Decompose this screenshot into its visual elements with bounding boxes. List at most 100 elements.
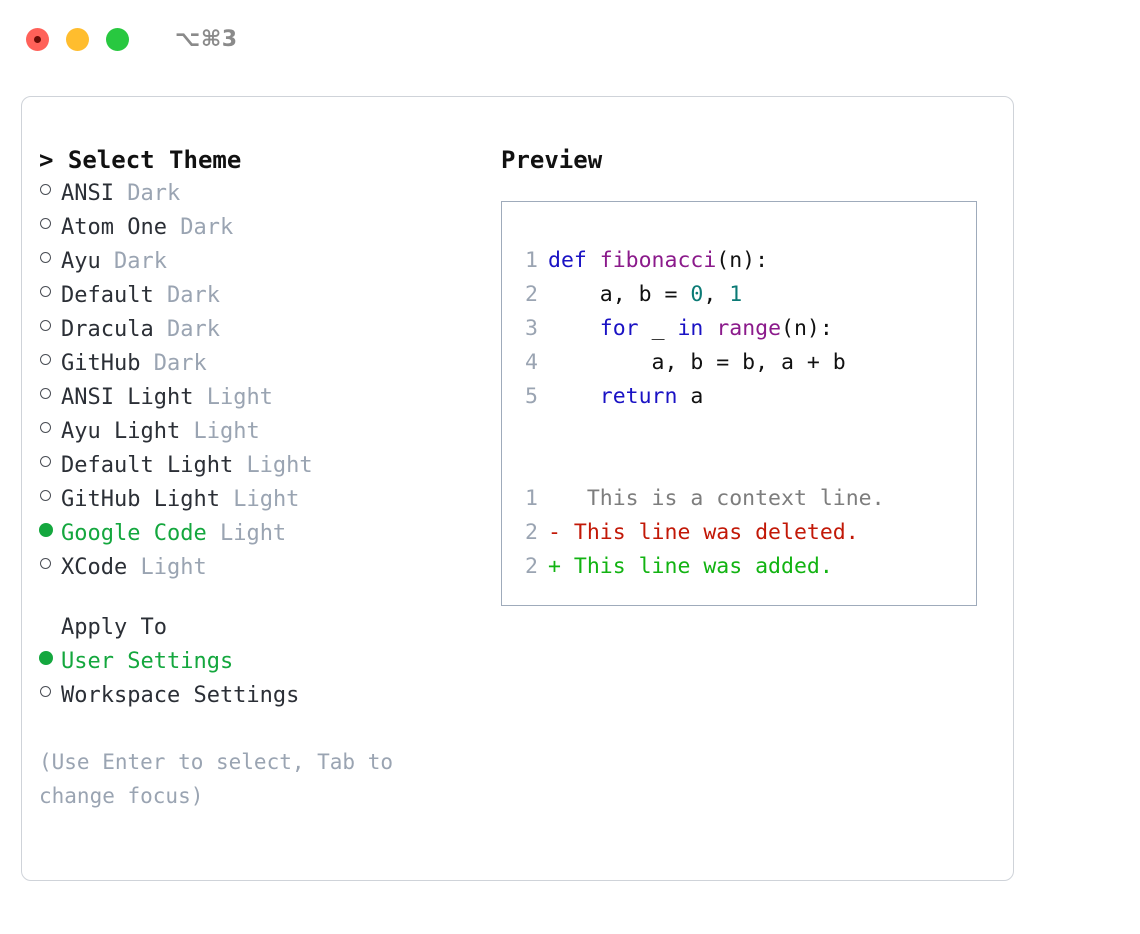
radio-dot <box>40 490 51 501</box>
code-line-text: return a <box>548 380 704 414</box>
page-title: > Select Theme <box>39 143 487 177</box>
theme-variant-badge: Dark <box>166 283 220 308</box>
diff-line: 1 This is a context line. <box>502 482 976 516</box>
theme-option-label: XCode <box>61 555 128 580</box>
theme-option[interactable]: Default Light Light <box>39 449 487 483</box>
diff-line: 2+ This line was added. <box>502 550 976 584</box>
code-token-kw: in <box>677 316 704 341</box>
code-token-num: 1 <box>729 282 743 307</box>
line-number: 1 <box>525 248 538 273</box>
line-number: 5 <box>525 384 538 409</box>
apply-to-option[interactable]: User Settings <box>39 645 487 679</box>
diff-line-text: + This line was added. <box>548 550 833 584</box>
theme-option[interactable]: Google Code Light <box>39 517 487 551</box>
line-number: 2 <box>525 520 538 545</box>
window-controls <box>26 27 129 51</box>
code-token-pl: , <box>703 282 730 307</box>
theme-option-label: Ayu <box>61 249 101 274</box>
code-token-kw: return <box>599 384 678 409</box>
space <box>180 415 193 449</box>
code-token-pl <box>548 384 600 409</box>
radio-dot <box>40 354 51 365</box>
code-line: 2 a, b = 0, 1 <box>502 278 976 312</box>
theme-variant-badge: Light <box>140 555 207 580</box>
theme-option[interactable]: ANSI Light Light <box>39 381 487 415</box>
apply-to-title: Apply To <box>61 615 167 640</box>
theme-variant-badge: Light <box>206 385 273 410</box>
space <box>140 347 153 381</box>
code-line-text: def fibonacci(n): <box>548 244 768 278</box>
apply-to-option-label: Workspace Settings <box>61 683 300 708</box>
code-line-text: a, b = 0, 1 <box>548 278 742 312</box>
radio-dot <box>40 252 51 263</box>
diff-sign <box>548 486 561 511</box>
space <box>114 177 127 211</box>
theme-option[interactable]: GitHub Light Light <box>39 483 487 517</box>
line-number: 4 <box>525 350 538 375</box>
spacer <box>39 585 487 611</box>
titlebar: ⌥⌘3 <box>0 0 1140 78</box>
radio-dot <box>40 286 51 297</box>
diff-sign: - <box>548 520 561 545</box>
code-line: 4 a, b = b, a + b <box>502 346 976 380</box>
code-token-kw: for <box>599 316 639 341</box>
space <box>167 211 180 245</box>
code-token-pl: a, b = b, a + b <box>548 350 846 375</box>
maximize-button[interactable] <box>106 27 129 51</box>
theme-variant-badge: Light <box>246 453 313 478</box>
theme-option[interactable]: Default Dark <box>39 279 487 313</box>
diff-body: This line was deleted. <box>560 520 859 545</box>
radio-dot <box>39 523 53 537</box>
page-title-text: Select Theme <box>67 146 242 174</box>
close-button[interactable] <box>26 27 49 51</box>
radio-dot <box>40 558 51 569</box>
code-token-pl: (n): <box>781 316 833 341</box>
radio-dot <box>40 388 51 399</box>
radio-dot <box>40 456 51 467</box>
apply-to-option-label: User Settings <box>61 649 234 674</box>
theme-option[interactable]: Dracula Dark <box>39 313 487 347</box>
theme-option[interactable]: GitHub Dark <box>39 347 487 381</box>
theme-option-label: Dracula <box>61 317 154 342</box>
code-token-pl <box>703 316 716 341</box>
diff-sample: 1 This is a context line.2- This line wa… <box>502 482 976 584</box>
theme-option[interactable]: Ayu Dark <box>39 245 487 279</box>
code-line: 3 for _ in range(n): <box>502 312 976 346</box>
space <box>233 449 246 483</box>
diff-line-text: This is a context line. <box>548 482 885 516</box>
theme-option[interactable]: Ayu Light Light <box>39 415 487 449</box>
code-token-pl: _ <box>638 316 678 341</box>
spacer <box>502 448 976 482</box>
radio-dot <box>40 686 51 697</box>
apply-to-option[interactable]: Workspace Settings <box>39 679 487 713</box>
diff-line: 2- This line was deleted. <box>502 516 976 550</box>
keyboard-shortcut-label: ⌥⌘3 <box>175 26 238 52</box>
theme-option[interactable]: XCode Light <box>39 551 487 585</box>
code-token-kw: def <box>548 248 600 273</box>
help-text: (Use Enter to select, Tab to change focu… <box>39 750 406 808</box>
code-line-text: a, b = b, a + b <box>548 346 846 380</box>
theme-option-label: Google Code <box>61 521 207 546</box>
radio-dot <box>40 422 51 433</box>
diff-body: This line was added. <box>560 554 833 579</box>
theme-variant-badge: Dark <box>180 215 234 240</box>
code-token-pl: a, b = <box>548 282 691 307</box>
space <box>207 517 220 551</box>
theme-option-label: ANSI Light <box>61 385 194 410</box>
minimize-button[interactable] <box>66 27 89 51</box>
theme-option-label: Atom One <box>61 215 167 240</box>
radio-dot <box>40 184 51 195</box>
theme-option[interactable]: ANSI Dark <box>39 177 487 211</box>
space <box>154 279 167 313</box>
code-line: 1 def fibonacci(n): <box>502 244 976 278</box>
radio-dot <box>40 320 51 331</box>
diff-body: This is a context line. <box>560 486 885 511</box>
theme-option[interactable]: Atom One Dark <box>39 211 487 245</box>
spacer <box>502 414 976 448</box>
